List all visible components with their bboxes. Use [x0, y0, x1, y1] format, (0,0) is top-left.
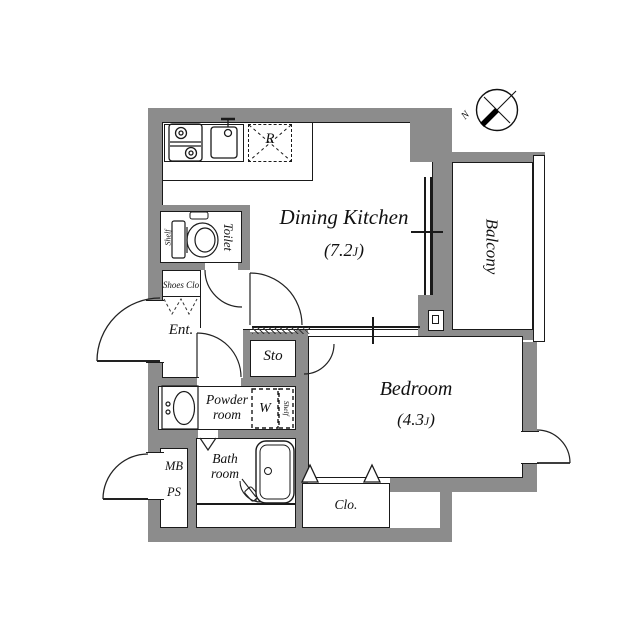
dining-kitchen-door [249, 272, 303, 326]
wall-bath-block-right [296, 330, 308, 483]
toilet-shelf-label: Shelf [163, 229, 173, 246]
bedroom-size: (4.3J) [397, 410, 435, 429]
powder-room [158, 386, 296, 430]
bath-door [239, 478, 262, 503]
kitchen-sink-icon [210, 117, 238, 159]
balcony-railing [533, 155, 545, 342]
meterbox-door [102, 453, 149, 500]
shoes-closet-label: Shoes Clo [162, 280, 200, 290]
wall-left-upper [148, 108, 162, 300]
bath-fold-mark [199, 437, 217, 452]
bedroom-corner-door [303, 343, 335, 375]
bath-room-label: Bath room [210, 451, 239, 482]
sliding-partition-tick [372, 317, 374, 344]
storage-label: Sto [263, 348, 283, 364]
entrance-label: Ent. [168, 322, 194, 338]
bathtub-icon [255, 440, 295, 504]
balcony-window-line1 [424, 177, 426, 295]
bedroom-room [308, 336, 523, 478]
refrigerator-space [248, 124, 292, 162]
bath-inner-line [196, 503, 296, 505]
meter-box-label: MB [164, 459, 184, 473]
wall-storage-left [243, 330, 250, 385]
entrance-door-opening [146, 300, 164, 363]
powder-shelf-label: Shelf [282, 400, 292, 416]
wall-powder-top-right [241, 378, 298, 386]
meter-box [160, 448, 188, 528]
vanity-sink-icon [161, 385, 199, 430]
toilet-label: Toilet [221, 222, 235, 252]
powder-room-door [196, 332, 242, 378]
storage-room [250, 340, 296, 377]
pipe-space-label: PS [167, 485, 181, 499]
balcony-label: Balcony [482, 218, 502, 275]
wall-bottom [148, 528, 452, 542]
wall-balcony-top [452, 152, 545, 162]
bedroom-window-opening [521, 431, 539, 464]
wall-bath-top-right [218, 430, 298, 438]
toilet-door [204, 269, 243, 308]
wall-top-right-block [410, 108, 452, 162]
dining-kitchen-label: Dining Kitchen [279, 205, 409, 229]
wall-bedroom-bottom [390, 478, 537, 492]
wall-closet-left [296, 483, 302, 528]
closet-door-marks [300, 463, 382, 483]
shoes-closet-doors [163, 297, 198, 316]
washer-label: W [259, 401, 271, 416]
wall-powder-top-left [150, 378, 197, 386]
wall-top [148, 108, 430, 122]
wall-storage-top [243, 332, 300, 340]
lower-hall [199, 328, 243, 378]
sliding-partition-track [252, 327, 310, 334]
shoes-closet-divider [162, 296, 201, 298]
wall-window-pier [433, 162, 452, 330]
wall-toilet-bottom-left [148, 262, 205, 270]
balcony-area [452, 162, 533, 330]
wall-meterbox-top [148, 430, 196, 448]
bedroom-window-door [536, 429, 571, 464]
powder-room-label: Powder room [206, 392, 248, 423]
washing-machine-space [251, 388, 294, 429]
wall-toilet-right [242, 205, 250, 270]
entrance-door [96, 297, 161, 362]
dining-kitchen-size: (7.2J) [324, 240, 364, 260]
pipe-space-inner [432, 315, 439, 324]
balcony-window-line2 [430, 177, 432, 295]
wall-step-connector [440, 492, 452, 530]
stove-icon [168, 123, 203, 162]
bedroom-label: Bedroom [379, 378, 453, 400]
closet-label: Clo. [334, 497, 358, 512]
wall-toilet-top [148, 205, 250, 213]
compass-icon [475, 88, 519, 132]
balcony-window-tick [411, 231, 443, 233]
closet-room [302, 483, 390, 528]
sliding-partition-line [252, 326, 420, 328]
refrigerator-label: R [265, 131, 275, 147]
toilet-icon [171, 211, 219, 259]
meterbox-door-opening [146, 452, 164, 500]
